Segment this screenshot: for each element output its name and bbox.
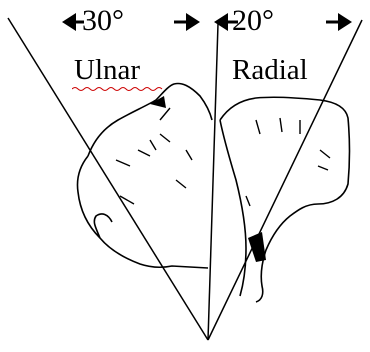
radial-angle-line [207,19,363,341]
ulnar-label: Ulnar [74,54,141,86]
ulnar-angle-label: 30° [82,4,124,37]
ulnar-angle-line [7,17,209,341]
radial-angle-label: 20° [232,4,274,37]
ulnar-hand-outline [76,82,213,269]
arrow-left-icon [62,13,84,31]
neutral-axis-line [207,23,219,341]
arrow-right-icon [174,13,200,31]
ulnar-finger-lines [115,107,193,205]
ulnar-thumb-shading [150,96,166,108]
radial-finger-lines [245,117,331,207]
radial-label: Radial [232,54,308,86]
arrow-right-icon [326,13,352,31]
spellcheck-underline [72,87,163,91]
radial-thumb-shading [248,232,266,262]
arrow-left-icon [214,13,238,31]
radial-hand-outline [219,96,351,303]
